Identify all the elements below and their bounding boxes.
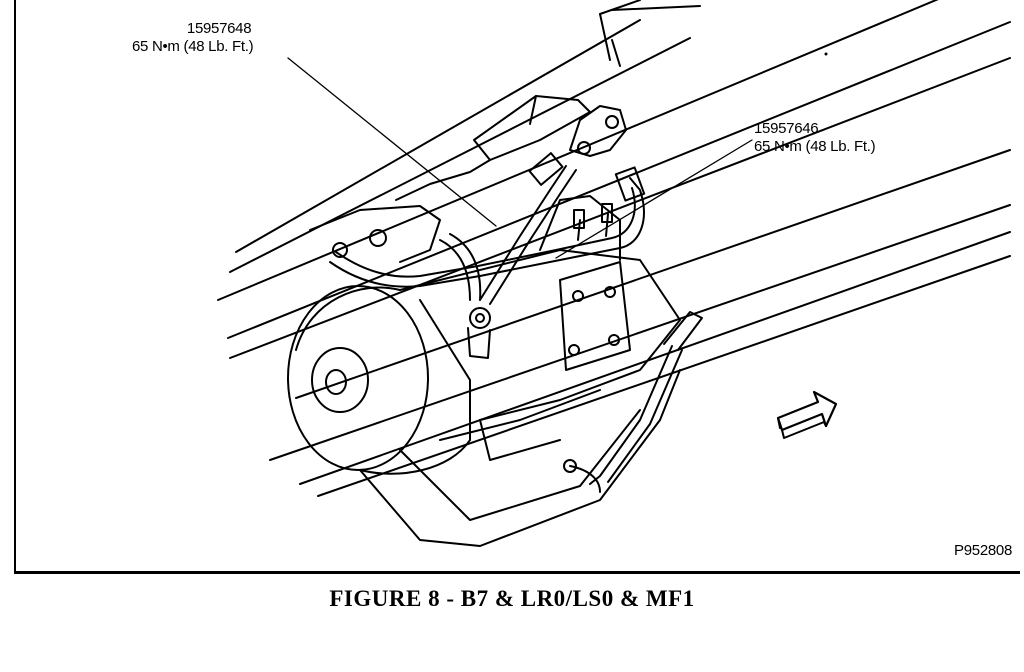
reference-code: P952808	[954, 542, 1012, 559]
transmission-case	[399, 195, 681, 421]
frame-rails	[217, 0, 1011, 497]
leader-lines	[287, 57, 753, 259]
torque-spec: 65 N•m (48 Lb. Ft.)	[132, 38, 254, 55]
leader-line-b	[555, 139, 753, 259]
bell-housing	[287, 285, 471, 475]
part-number: 15957646	[754, 120, 819, 137]
callout-part-15957646: 15957646 65 N•m (48 Lb. Ft.)	[754, 120, 876, 156]
callout-part-15957648: 15957648 65 N•m (48 Lb. Ft.)	[132, 20, 254, 56]
direction-arrow-icon	[776, 390, 838, 439]
torque-spec: 65 N•m (48 Lb. Ft.)	[754, 138, 876, 155]
dipstick-tube	[563, 311, 703, 493]
part-number: 15957648	[186, 20, 252, 37]
speck	[824, 52, 828, 56]
figure-caption: FIGURE 8 - B7 & LR0/LS0 & MF1	[329, 586, 695, 611]
oil-pan	[359, 369, 681, 547]
leader-line-a	[287, 57, 497, 227]
cooler-lines	[309, 105, 646, 359]
figure-frame	[14, 0, 1020, 574]
